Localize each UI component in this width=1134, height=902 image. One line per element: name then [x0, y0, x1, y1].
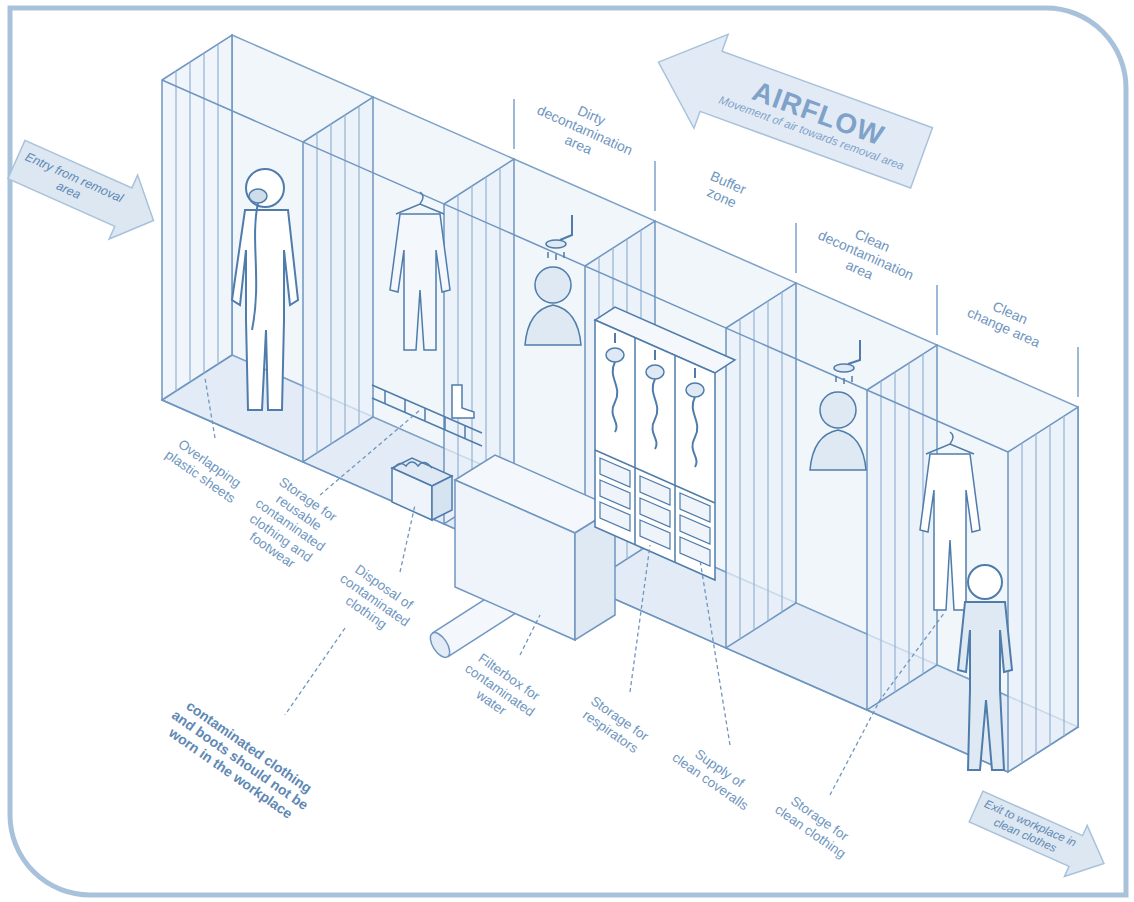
exiting-worker-head [968, 565, 1002, 599]
zone-label: Clean change area [964, 289, 1050, 351]
leader-line [700, 560, 730, 745]
contaminated-coverall [390, 214, 450, 350]
callout-label: Storage for reusable contaminated clothi… [227, 465, 353, 586]
boot [452, 385, 474, 418]
shower-pipe [560, 215, 572, 240]
zone-label: Dirty decontamination area [520, 84, 649, 177]
bin-side [432, 476, 452, 520]
curtain-wall [726, 283, 796, 648]
callout-label: Supply of clean coveralls [669, 736, 761, 813]
filterbox-front [455, 480, 575, 640]
zone-label: Clean decontamination area [801, 209, 930, 302]
callout-label: Storage for clean clothing [769, 786, 861, 863]
shower-head [834, 364, 854, 372]
leader-line [285, 628, 345, 715]
exit-curtain-wall [1008, 407, 1078, 772]
unit-front-edges [162, 80, 1008, 772]
leader-line [630, 545, 650, 692]
entry-arrow: Entry from removal area [2, 128, 168, 253]
pipe-end [427, 629, 454, 660]
plastic-sheet-strips [176, 44, 1064, 763]
water-drops [548, 252, 564, 260]
airflow-arrow: AIRFLOWMovement of air towards removal a… [641, 15, 938, 205]
leader-line [320, 410, 420, 495]
hanger [926, 432, 974, 454]
arrow-outline [2, 128, 168, 253]
shower-pipe [848, 340, 860, 364]
locker-unit [595, 320, 715, 580]
exiting-worker [958, 602, 1012, 770]
curtain-wall [303, 97, 373, 462]
shower-head [546, 240, 566, 248]
leader-line [520, 615, 540, 655]
worker-head [246, 169, 284, 207]
bin-bag [394, 462, 432, 468]
water-drops [836, 376, 852, 384]
exit-arrow: Exit to workplace in clean clothes [965, 781, 1116, 889]
zone-label: Buffer zone [690, 163, 760, 218]
callout-label: Disposal of contaminated clothing [323, 554, 428, 647]
hanger [396, 192, 444, 214]
folded-coverall [680, 537, 710, 566]
footwear-rack [372, 385, 482, 446]
showering-person [525, 305, 581, 345]
arrow-outline [641, 15, 938, 205]
showering-head [535, 267, 571, 303]
showering-person [810, 430, 866, 470]
respirator-mask [249, 189, 267, 203]
stored-respirator [606, 348, 624, 362]
leader-line [400, 505, 415, 572]
leader-line [830, 612, 945, 795]
folded-coverall [640, 520, 670, 549]
warning-note: contaminated clothing and boots should n… [157, 691, 324, 828]
leader-line [205, 378, 215, 438]
entry-curtain-wall [162, 35, 232, 400]
folded-coverall [600, 502, 630, 531]
showering-head [820, 392, 856, 428]
callout-label: Overlapping plastic sheets [159, 431, 251, 508]
respirator-hoses [612, 333, 697, 467]
bin-front [392, 468, 432, 520]
stored-respirator [646, 365, 664, 379]
outer-frame [10, 8, 1126, 895]
callout-label: Filterbox for contaminated water [448, 644, 553, 737]
stored-respirator [686, 383, 704, 397]
worker-in-coverall [232, 210, 298, 410]
callout-label: Storage for respirators [569, 686, 661, 763]
respirator-hose [252, 203, 258, 330]
arrow-outline [965, 781, 1116, 889]
